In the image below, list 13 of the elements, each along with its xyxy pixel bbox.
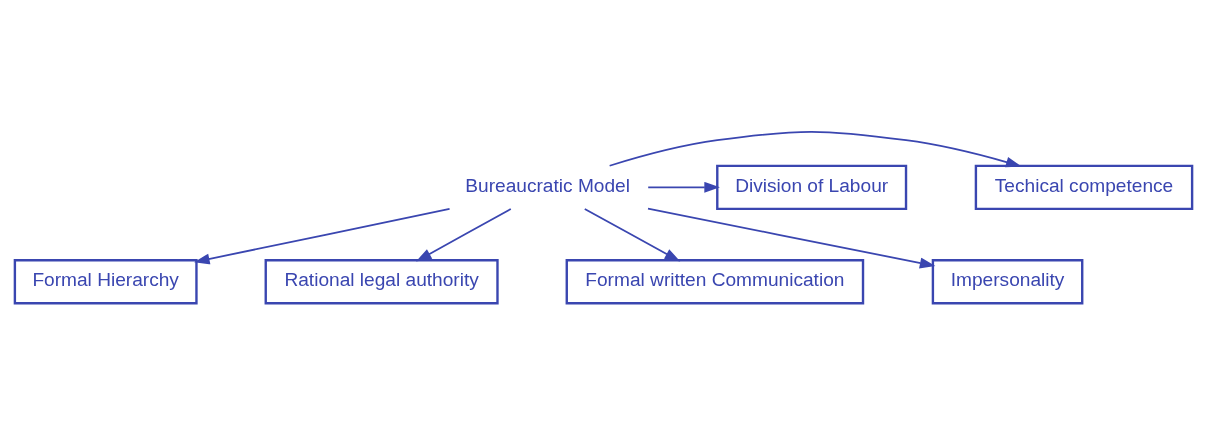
arrow xyxy=(583,207,681,261)
node-box: Formal written Communication xyxy=(565,258,865,304)
arrow xyxy=(647,181,720,193)
arrow xyxy=(194,207,451,264)
node-box: Division of Labour xyxy=(716,164,908,210)
node-box: Techical competence xyxy=(974,164,1194,210)
arrow xyxy=(608,130,1022,167)
node-box: Rational legal authority xyxy=(264,258,499,304)
node-box: Impersonality xyxy=(931,258,1084,304)
node-box: Formal Hierarchy xyxy=(13,258,198,304)
arrow xyxy=(647,207,936,268)
arrow xyxy=(415,207,512,261)
node-text: Bureaucratic Model xyxy=(465,174,630,196)
